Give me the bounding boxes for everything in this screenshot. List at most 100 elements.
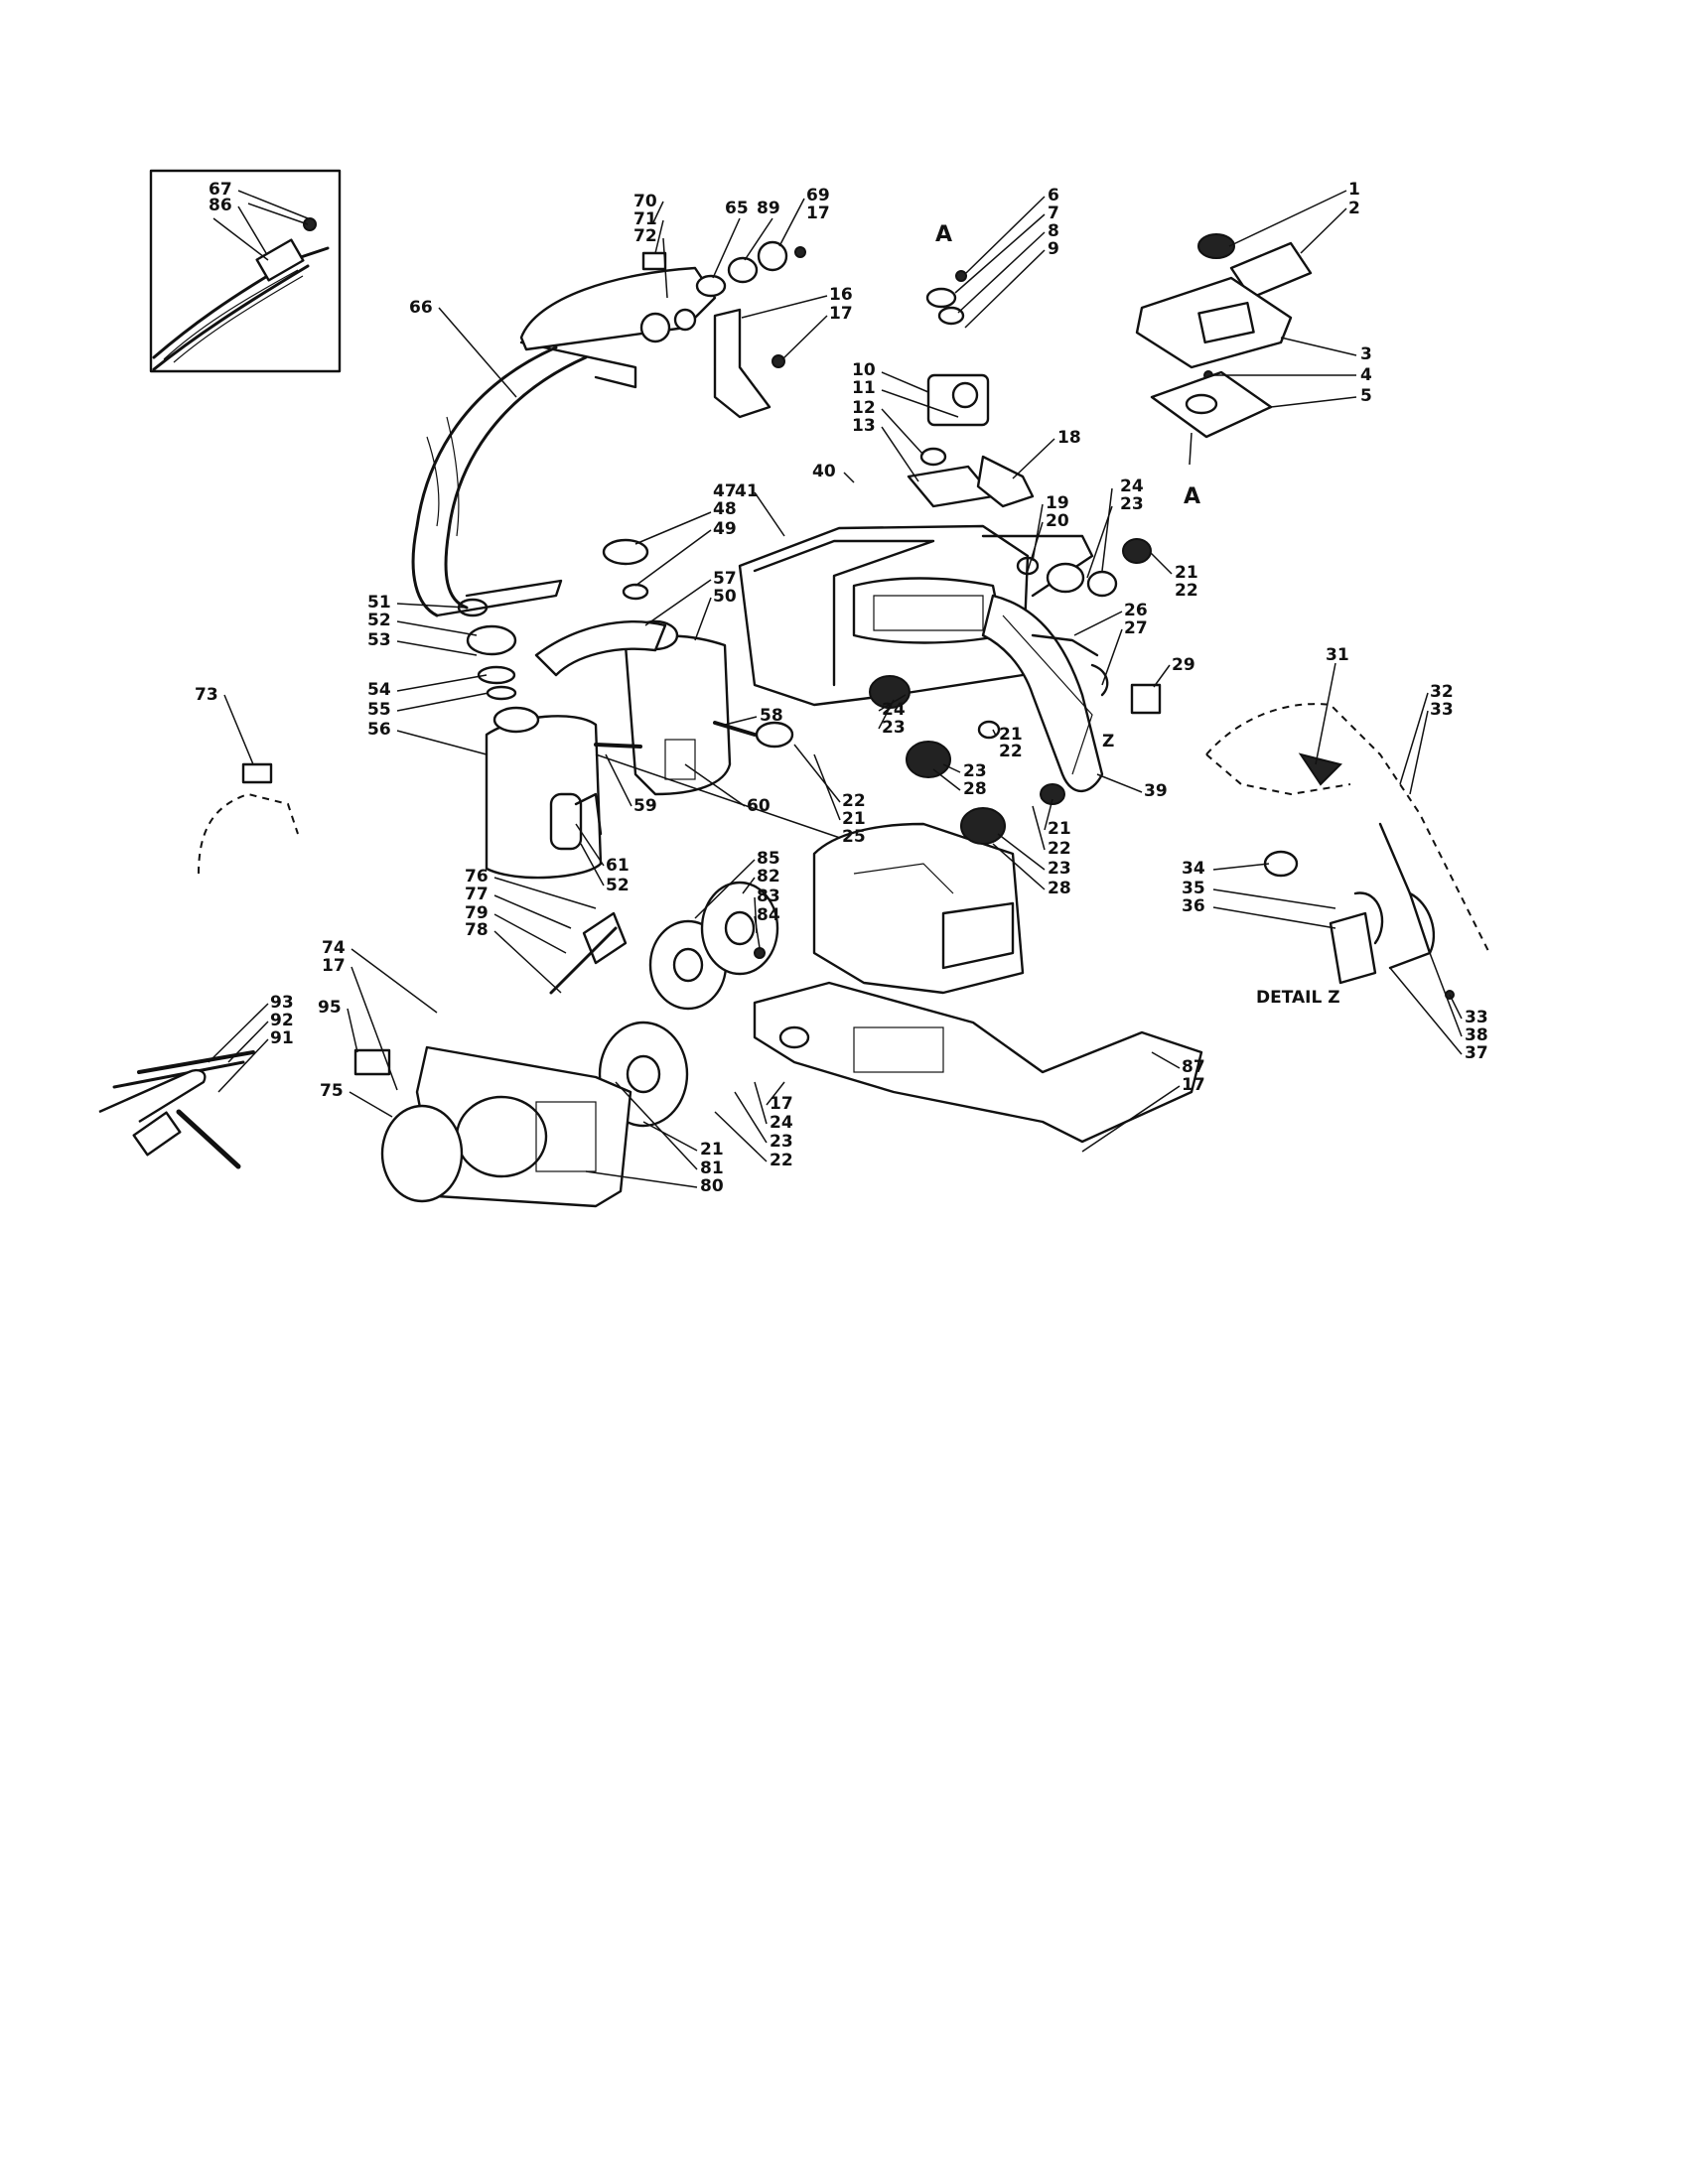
air-filter-assembly: [1135, 233, 1313, 439]
callout-24-bottom: 24: [770, 1113, 793, 1133]
callout-49: 49: [713, 519, 737, 539]
callout-53: 53: [367, 630, 391, 650]
callout-84: 84: [757, 905, 780, 925]
callout-32: 32: [1430, 682, 1454, 702]
callout-21-bottom: 21: [700, 1140, 724, 1160]
main-housing: [738, 524, 1094, 707]
marker-a-top: A: [935, 222, 952, 247]
callout-60: 60: [747, 796, 771, 816]
callout-23-right: 23: [1048, 859, 1071, 879]
callout-17-bottom: 17: [770, 1094, 793, 1114]
callout-85: 85: [757, 849, 780, 869]
callout-74: 74: [322, 938, 346, 958]
callout-18: 18: [1057, 428, 1081, 448]
callout-17-starter: 17: [322, 956, 346, 976]
engine-block: [812, 822, 1025, 995]
callout-34: 34: [1182, 859, 1205, 879]
callout-24-top: 24: [1120, 477, 1144, 496]
callout-28-right: 28: [1048, 879, 1071, 898]
callout-41: 41: [735, 481, 759, 501]
callout-55: 55: [367, 700, 391, 720]
carburetor-assembly: [907, 270, 1035, 508]
detail-z: [1205, 703, 1490, 1000]
callout-52-top: 52: [367, 611, 391, 630]
callout-87: 87: [1182, 1057, 1205, 1077]
hand-guard: [519, 251, 717, 351]
callout-8: 8: [1048, 221, 1059, 241]
callout-66: 66: [409, 298, 433, 318]
callout-67: 67: [209, 180, 232, 200]
callout-79: 79: [465, 903, 489, 923]
callout-82: 82: [757, 867, 780, 887]
callout-16: 16: [829, 285, 853, 305]
starter-housing: [380, 1045, 632, 1208]
callout-21-lower: 21: [842, 809, 866, 829]
callout-48: 48: [713, 499, 737, 519]
callout-25: 25: [842, 827, 866, 847]
callout-77: 77: [465, 885, 489, 904]
callout-92: 92: [270, 1011, 294, 1030]
callout-56: 56: [367, 720, 391, 740]
callout-89: 89: [757, 199, 780, 218]
callout-58: 58: [760, 706, 783, 726]
callout-86: 86: [209, 196, 232, 215]
callout-22-lower: 22: [842, 791, 866, 811]
callout-22-bottom: 22: [770, 1151, 793, 1170]
callout-83: 83: [757, 887, 780, 906]
callout-65: 65: [725, 199, 749, 218]
callout-33-bottom: 33: [1465, 1008, 1488, 1027]
detail-z-label: DETAIL Z: [1256, 988, 1340, 1008]
callout-69: 69: [806, 186, 830, 205]
callout-23-mid2: 23: [963, 761, 987, 781]
callout-70: 70: [633, 192, 657, 211]
callout-31: 31: [1326, 645, 1349, 665]
callout-2: 2: [1348, 199, 1360, 218]
callout-19: 19: [1046, 493, 1069, 513]
callout-39: 39: [1144, 781, 1168, 801]
callout-76: 76: [465, 867, 489, 887]
callout-27: 27: [1124, 618, 1148, 638]
callout-29: 29: [1172, 655, 1195, 675]
callout-38: 38: [1465, 1025, 1488, 1045]
callout-28-mid: 28: [963, 779, 987, 799]
callout-51: 51: [367, 593, 391, 613]
callout-80: 80: [700, 1176, 724, 1196]
callout-6: 6: [1048, 186, 1059, 205]
callout-35: 35: [1182, 879, 1205, 898]
callout-33-top: 33: [1430, 700, 1454, 720]
handle-bar: [411, 341, 637, 617]
callout-20: 20: [1046, 511, 1069, 531]
callout-54: 54: [367, 680, 391, 700]
callout-57: 57: [713, 569, 737, 589]
callout-23-top: 23: [1120, 494, 1144, 514]
detail-73: [198, 762, 299, 875]
callout-93: 93: [270, 993, 294, 1013]
callout-37: 37: [1465, 1043, 1488, 1063]
callout-22-top: 22: [1175, 581, 1198, 601]
callout-61: 61: [606, 856, 630, 876]
callout-9: 9: [1048, 239, 1059, 259]
callout-11: 11: [852, 378, 876, 398]
callout-4: 4: [1360, 365, 1372, 385]
callout-78: 78: [465, 920, 489, 940]
callout-22-right: 22: [1048, 839, 1071, 859]
callout-23-bottom: 23: [770, 1132, 793, 1152]
callout-47: 47: [713, 481, 737, 501]
fuel-tank: [485, 706, 603, 880]
callout-10: 10: [852, 360, 876, 380]
callout-12: 12: [852, 398, 876, 418]
callout-3: 3: [1360, 344, 1372, 364]
callout-13: 13: [852, 416, 876, 436]
decals: [353, 683, 1162, 1076]
callout-17-plate: 17: [1182, 1075, 1205, 1095]
callout-21-top: 21: [1175, 563, 1198, 583]
callout-52-bottom: 52: [606, 876, 630, 895]
callout-21-mid: 21: [999, 725, 1023, 745]
gears: [869, 538, 1152, 845]
callout-labels: 67 86 70 71 72 65 89 69 17 16 17 66 A 6 …: [195, 180, 1488, 1196]
callout-73: 73: [195, 685, 218, 705]
leader-lines: [208, 190, 1463, 1188]
callout-23-mid: 23: [882, 718, 906, 738]
callout-22-mid: 22: [999, 742, 1023, 761]
